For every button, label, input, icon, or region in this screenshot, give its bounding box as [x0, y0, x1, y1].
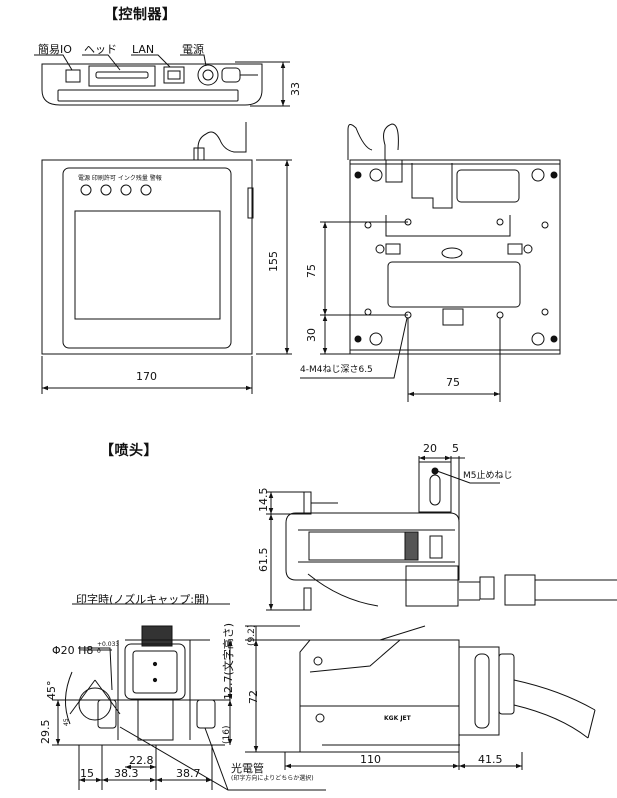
- head-port: [89, 66, 155, 86]
- dim-head-38-7: 38.7: [176, 767, 201, 780]
- angle-label: 45°: [45, 680, 58, 701]
- head-side-view: [245, 626, 595, 770]
- dim-rear-vertical-75: 75: [305, 264, 318, 278]
- bore-note: Φ20 H8: [52, 644, 94, 657]
- dim-side-connector: 41.5: [478, 753, 503, 766]
- dim-head-38-3: 38.3: [114, 767, 139, 780]
- lan-port: [164, 67, 184, 83]
- controller-side-view: [34, 55, 290, 106]
- dim-rear-vertical-30: 30: [305, 328, 318, 342]
- screw-note: 4-M4ねじ深さ6.5: [300, 365, 373, 375]
- sensor-label: 光電管: [231, 762, 264, 775]
- angle-label-inner: 45: [63, 718, 70, 726]
- head-top-view: [266, 455, 617, 610]
- dim-head-top-20: 20: [423, 442, 437, 455]
- dim-side-length: 110: [360, 753, 381, 766]
- dim-head-top-5: 5: [452, 442, 459, 455]
- controller-section-title: 【控制器】: [104, 7, 177, 23]
- set-screw-note: M5止めねじ: [463, 471, 513, 481]
- dim-controller-depth: 33: [289, 82, 302, 96]
- dim-rear-horizontal-75: 75: [446, 376, 460, 389]
- dim-head-15: 15: [80, 767, 94, 780]
- port-label-simple-io: 簡易IO: [38, 43, 72, 56]
- front-led-labels: 電源 印刷許可 インク残量 警報: [78, 175, 162, 182]
- port-label-head: ヘッド: [84, 43, 117, 56]
- dim-head-61-5: 61.5: [257, 547, 270, 573]
- brand-mark: KGK JET: [384, 715, 411, 722]
- display-screen: [75, 211, 220, 319]
- head-section-title: 【喷头】: [100, 443, 158, 459]
- controller-rear-view: [300, 124, 560, 402]
- bore-tolerance-upper: +0.033: [97, 641, 120, 648]
- dim-side-height: 72: [247, 690, 260, 704]
- bore-tolerance-lower: 0: [97, 648, 101, 655]
- dim-sensor-offset: (16): [222, 725, 232, 744]
- port-label-power: 電源: [182, 43, 204, 56]
- dim-controller-width: 170: [136, 370, 157, 383]
- dim-head-14-5: 14.5: [257, 487, 270, 513]
- dim-head-29-5: 29.5: [39, 719, 52, 745]
- simple-io-port: [66, 70, 80, 82]
- controller-front-view: [42, 122, 292, 394]
- dim-char-height: 12.7(文字高さ): [222, 622, 235, 700]
- power-jack: [198, 65, 218, 85]
- dim-side-top: (9.2): [247, 624, 257, 646]
- dim-controller-height: 155: [267, 251, 280, 272]
- head-front-view: [52, 604, 326, 790]
- sensor-note: (印字方向によりどちらか選択): [231, 775, 314, 782]
- dim-head-22-8: 22.8: [129, 754, 154, 767]
- print-state-label: 印字時(ノズルキャップ:開): [76, 593, 210, 606]
- port-label-lan: LAN: [132, 43, 155, 56]
